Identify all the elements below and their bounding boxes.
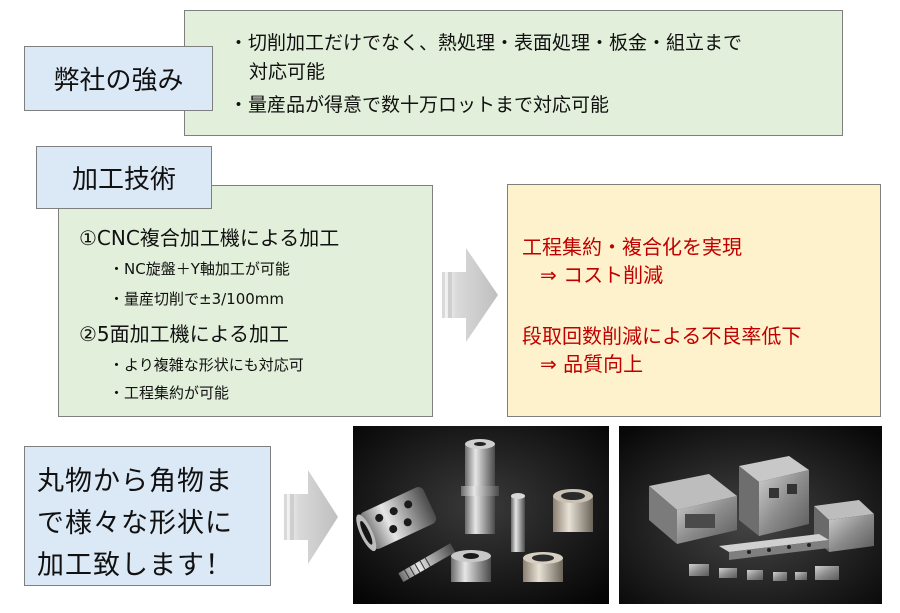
tech-title: 加工技術 bbox=[36, 146, 212, 209]
tech-item-1-sub-1: ・NC旋盤＋Y軸加工が可能 bbox=[109, 260, 290, 278]
right-arrow-icon bbox=[440, 248, 498, 342]
strength-bullet-2: ・量産品が得意で数十万ロットまで対応可能 bbox=[229, 94, 610, 116]
message-line-1: 丸物から角物ま bbox=[37, 466, 233, 497]
tech-item-1-sub-2: ・量産切削で±3/100mm bbox=[109, 290, 285, 308]
message-box: 丸物から角物ま で様々な形状に 加工致します！ bbox=[24, 446, 271, 586]
tech-item-2: ②5面加工機による加工 bbox=[79, 322, 290, 346]
strengths-panel: ・切削加工だけでなく、熱処理・表面処理・板金・組立まで 対応可能 ・量産品が得意… bbox=[184, 10, 843, 136]
strength-bullet-1: ・切削加工だけでなく、熱処理・表面処理・板金・組立まで bbox=[229, 32, 743, 54]
benefit-line-3: 段取回数削減による不良率低下 bbox=[522, 324, 802, 348]
benefit-line-2: ⇒ コスト削減 bbox=[540, 263, 664, 287]
benefit-panel: 工程集約・複合化を実現 ⇒ コスト削減 段取回数削減による不良率低下 ⇒ 品質向… bbox=[507, 184, 881, 417]
tech-item-2-sub-2: ・工程集約が可能 bbox=[109, 384, 230, 402]
tech-item-2-sub-1: ・より複雑な形状にも対応可 bbox=[109, 356, 304, 374]
strengths-title: 弊社の強み bbox=[24, 46, 213, 111]
strength-bullet-1-cont: 対応可能 bbox=[249, 61, 326, 83]
round-parts-photo bbox=[353, 426, 609, 604]
square-parts-photo bbox=[619, 426, 882, 604]
message-line-3: 加工致します！ bbox=[37, 550, 233, 581]
benefit-line-4: ⇒ 品質向上 bbox=[540, 352, 644, 376]
right-arrow-icon-2 bbox=[282, 470, 338, 564]
tech-panel: ①CNC複合加工機による加工 ・NC旋盤＋Y軸加工が可能 ・量産切削で±3/10… bbox=[58, 185, 433, 417]
tech-item-1: ①CNC複合加工機による加工 bbox=[79, 226, 340, 250]
benefit-line-1: 工程集約・複合化を実現 bbox=[522, 235, 742, 259]
message-line-2: で様々な形状に bbox=[37, 508, 233, 539]
